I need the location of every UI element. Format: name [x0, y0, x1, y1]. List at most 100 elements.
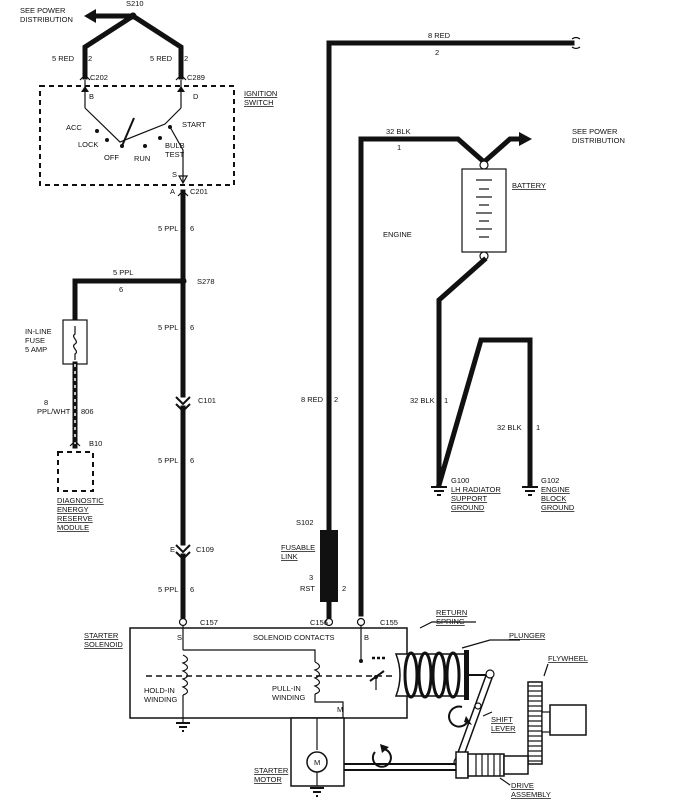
ground-g100-label-2: LH RADIATOR: [451, 485, 501, 494]
ground-g100-label-1: G100: [451, 476, 469, 485]
ignition-terminal-s: S: [172, 170, 177, 179]
splice-s278: S278: [197, 277, 215, 286]
fusable-link-label-1: FUSABLE: [281, 543, 315, 552]
wire-label-6-d: 6: [190, 585, 194, 594]
solenoid-terminal-b-label: B: [364, 633, 369, 642]
connector-c156: C156: [310, 618, 328, 627]
switch-position-acc: ACC: [66, 123, 82, 132]
connector-c101: C101: [198, 396, 216, 405]
wire-label-2-right: 2: [184, 54, 188, 63]
wire-label-5ppl-a: 5 PPL: [158, 224, 178, 233]
ground-g102-label-2: ENGINE: [541, 485, 570, 494]
wire-label-1-g102: 1: [536, 423, 540, 432]
wire-label-6-a: 6: [190, 224, 194, 233]
flywheel-teeth-icon: [528, 685, 542, 762]
wire-label-2-left: 2: [88, 54, 92, 63]
see-power-label-1: SEE POWER: [20, 6, 66, 15]
ground-solenoid-icon: [176, 722, 190, 732]
wire-32blk-power-distribution: [480, 136, 523, 166]
ground-g100-label-3: SUPPORT: [451, 494, 488, 503]
ground-motor-icon: [310, 787, 324, 797]
wire-5red-right: [129, 12, 184, 80]
flywheel-crank-block: [549, 704, 587, 736]
connector-c109-e: E: [170, 545, 175, 554]
switch-position-bulb: BULB: [165, 141, 185, 150]
ignition-switch-internals: [81, 80, 189, 185]
battery-body: [461, 168, 507, 253]
ignition-terminal-d: D: [193, 92, 199, 101]
fusable-link-label-2: LINK: [281, 552, 298, 561]
wire-label-6-branch: 6: [119, 285, 123, 294]
drive-assembly-leader: [499, 777, 511, 786]
wire-label-5ppl-b: 5 PPL: [158, 323, 178, 332]
plunger-leader: [461, 639, 520, 649]
connector-c109-symbol-bottom: [175, 551, 191, 561]
wire-label-pplwht: PPL/WHT: [37, 407, 71, 416]
shift-lever-rotation-icon: [448, 705, 469, 728]
plunger-stop: [464, 650, 469, 700]
connector-b10-symbol: [69, 440, 81, 447]
hold-in-winding-label-1: HOLD-IN: [144, 686, 175, 695]
wire-label-5ppl-c: 5 PPL: [158, 456, 178, 465]
power-distribution-arrow-left: [84, 9, 135, 23]
armature-rotation-arrow-icon: [380, 744, 389, 753]
wire-label-806: 806: [81, 407, 94, 416]
wire-label-32blk-g102: 32 BLK: [497, 423, 522, 432]
solenoid-terminal-s: [178, 617, 188, 627]
connector-c109: C109: [196, 545, 214, 554]
connector-b10: B10: [89, 439, 102, 448]
return-spring-label-1: RETURN: [436, 608, 467, 617]
ignition-switch-label-1: IGNITION: [244, 89, 277, 98]
wire-8red: [326, 40, 575, 533]
engine-label: ENGINE: [383, 230, 412, 239]
derm-label-3: RESERVE: [57, 514, 93, 523]
inline-fuse-label-1: IN-LINE: [25, 327, 52, 336]
ignition-switch-box: [39, 85, 235, 186]
battery-label: BATTERY: [512, 181, 546, 190]
ground-g102-label-1: G102: [541, 476, 559, 485]
return-spring-label-2: SPRING: [436, 617, 465, 626]
derm-label-2: ENERGY: [57, 505, 89, 514]
ignition-switch-label-2: SWITCH: [244, 98, 274, 107]
solenoid-contacts-label: SOLENOID CONTACTS: [253, 633, 335, 642]
flywheel-body: [527, 681, 543, 765]
wire-32blk-battery-positive: [358, 136, 488, 617]
return-spring-leader: [419, 621, 476, 629]
hold-in-winding-label-2: WINDING: [144, 695, 177, 704]
wire-label-2-mid: 2: [334, 395, 338, 404]
solenoid-internal-wiring: [146, 626, 392, 722]
derm-label-4: MODULE: [57, 523, 89, 532]
wire-label-5ppl-branch: 5 PPL: [113, 268, 133, 277]
ignition-terminal-b: B: [89, 92, 94, 101]
wire-ppl-branch: [72, 278, 186, 323]
ground-g100-icon: [431, 486, 447, 496]
wire-label-32blk-top: 32 BLK: [386, 127, 411, 136]
fusable-link-body: [320, 530, 338, 602]
drive-assembly-label-2: ASSEMBLY: [511, 790, 551, 799]
power-distribution-arrow-right: [519, 132, 532, 146]
connector-c202: C202: [90, 73, 108, 82]
switch-position-lock: LOCK: [78, 140, 98, 149]
armature-rotation-icon: [371, 748, 392, 768]
flywheel-leader: [543, 663, 549, 677]
drive-collar: [455, 751, 469, 779]
wire-32blk-g100: [436, 256, 488, 488]
battery-cells-icon: [476, 179, 492, 238]
connector-c101-symbol-bottom: [175, 403, 191, 413]
starter-solenoid-label-2: SOLENOID: [84, 640, 123, 649]
drive-gear-icon: [475, 754, 501, 776]
wire-label-6-b: 6: [190, 323, 194, 332]
battery-positive-terminal: [479, 160, 489, 170]
switch-position-test: TEST: [165, 150, 185, 159]
shift-lever-label-1: SHIFT: [491, 715, 513, 724]
pull-in-winding-label-1: PULL-IN: [272, 684, 301, 693]
starter-motor-label-2: MOTOR: [254, 775, 282, 784]
pinion-gear: [503, 755, 529, 775]
see-power-label-2: DISTRIBUTION: [20, 15, 73, 24]
wire-label-1-g100: 1: [444, 396, 448, 405]
drive-assembly-label-1: DRIVE: [511, 781, 534, 790]
switch-position-run: RUN: [134, 154, 150, 163]
wire-label-rst: RST: [300, 584, 315, 593]
ignition-terminal-a: A: [170, 187, 175, 196]
